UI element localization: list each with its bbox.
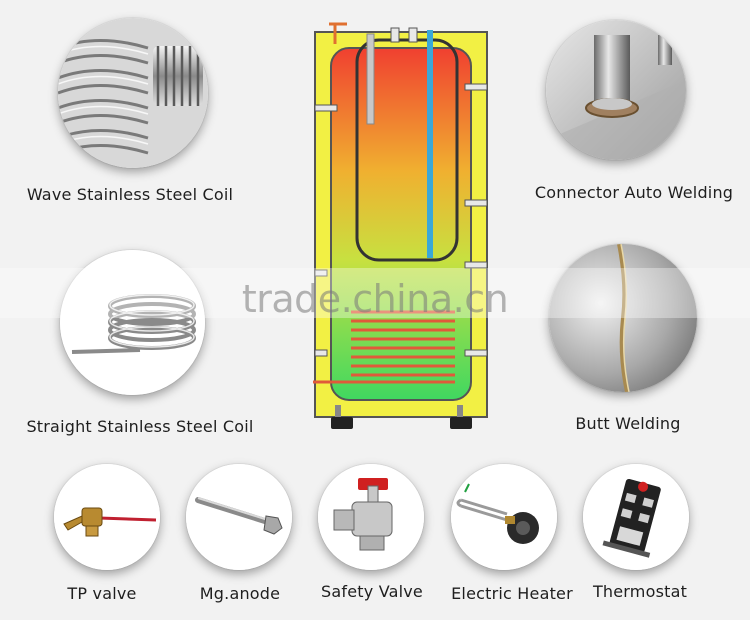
butt-weld-icon: [549, 244, 697, 392]
electric-heater-image: [451, 464, 557, 570]
thermostat-image: [583, 464, 689, 570]
tp-valve-image: [54, 464, 160, 570]
tp-valve-label: TP valve: [67, 584, 137, 603]
butt-welding-label: Butt Welding: [575, 414, 681, 433]
straight-coil-icon: [60, 250, 205, 395]
heating-coil: [313, 310, 455, 384]
watermark-band: [0, 268, 750, 318]
wave-coil-image: [58, 18, 208, 168]
straight-coil-label: Straight Stainless Steel Coil: [26, 417, 254, 436]
water-tank-diagram: [313, 22, 488, 429]
connector-welding-label: Connector Auto Welding: [534, 183, 734, 202]
safety-valve-icon: [318, 464, 424, 570]
wave-coil-label: Wave Stainless Steel Coil: [26, 185, 234, 204]
mg-anode-icon: [186, 464, 292, 570]
mg-anode-image: [186, 464, 292, 570]
inlet-pipe: [427, 30, 433, 258]
thermostat-icon: [583, 464, 689, 570]
heater-icon: [451, 464, 557, 570]
wave-coil-icon: [58, 18, 208, 168]
thermostat-label: Thermostat: [592, 582, 688, 601]
safety-valve-label: Safety Valve: [321, 582, 423, 601]
butt-welding-image: [549, 244, 697, 392]
anode-rod: [366, 33, 375, 125]
straight-coil-image: [60, 250, 205, 395]
inner-chamber: [355, 38, 459, 262]
watermark-text: trade.china.cn: [241, 277, 509, 321]
safety-valve-image: [318, 464, 424, 570]
electric-heater-label: Electric Heater: [451, 584, 573, 603]
tp-valve-icon: [54, 464, 160, 570]
mg-anode-label: Mg.anode: [199, 584, 281, 603]
connector-welding-image: [546, 20, 686, 160]
tank-foot-right: [450, 417, 472, 429]
connector-weld-icon: [546, 20, 686, 160]
tank-foot-left: [331, 417, 353, 429]
